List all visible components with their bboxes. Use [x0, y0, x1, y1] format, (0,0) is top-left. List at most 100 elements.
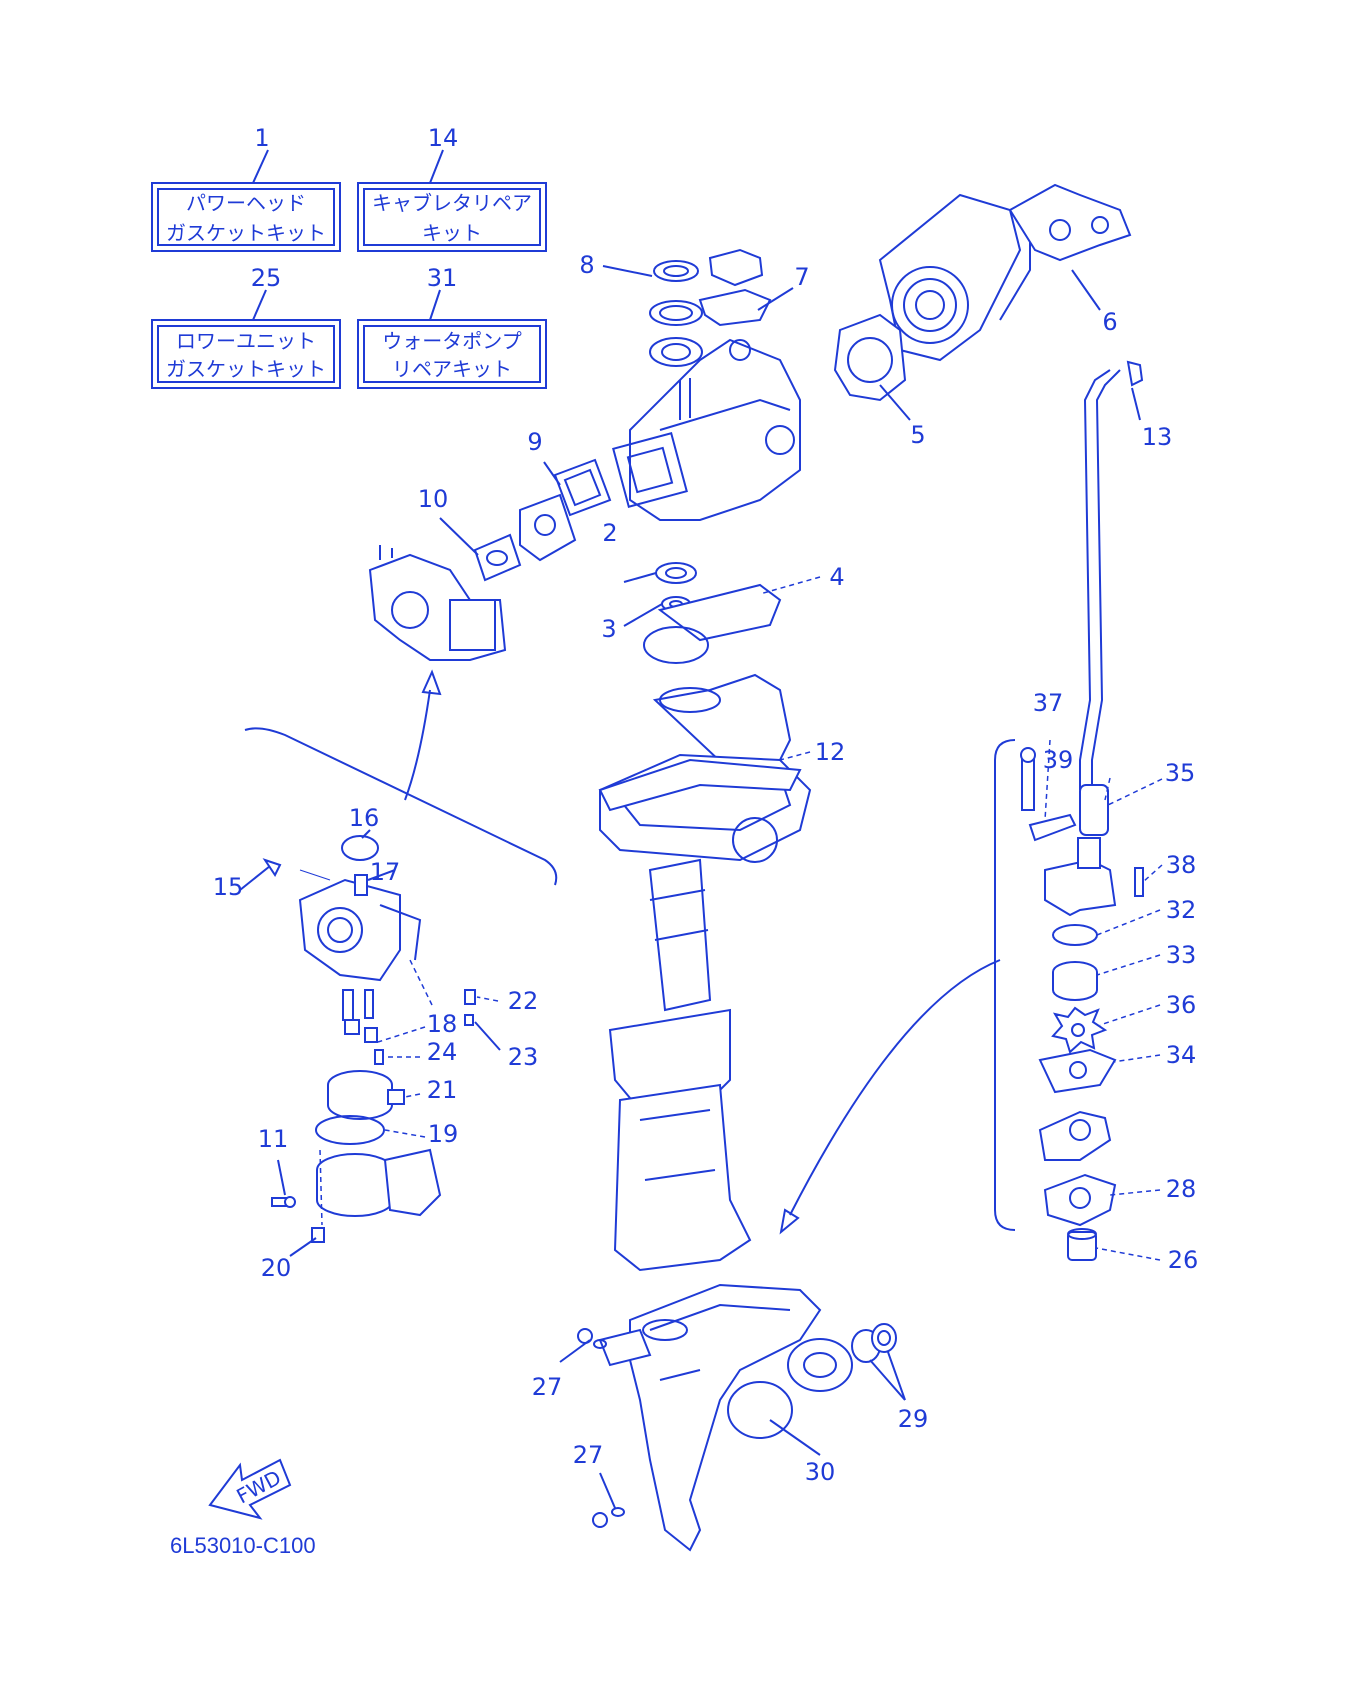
bearing-8: [649, 260, 703, 367]
grommet-35: [1079, 784, 1109, 836]
water-pump-arrow-head: [779, 1208, 800, 1235]
bolt-27-lower: [592, 1507, 625, 1528]
carburetor-top: [368, 545, 507, 661]
bolt-37: [1020, 747, 1036, 811]
kit-1-line2: ガスケットキット: [166, 221, 326, 245]
plate-39: [1028, 813, 1077, 842]
callout-6: 6: [1102, 308, 1117, 336]
gasket-19: [315, 1115, 385, 1145]
fwd-arrow: FWD: [208, 1458, 292, 1520]
kit-31-line1: ウォータポンプ: [382, 329, 521, 353]
plate-34: [1038, 1048, 1117, 1094]
cap-16: [341, 835, 379, 861]
callout-7: 7: [794, 263, 809, 291]
water-pump-housing-lower: [727, 1338, 853, 1439]
screw-15: [262, 858, 331, 881]
kit-box-25[interactable]: 25 ロワーユニット ガスケットキット: [151, 264, 341, 389]
lower-unit-gearcase: [598, 1283, 822, 1552]
crankcase-block: [612, 338, 801, 521]
insert-33: [1052, 961, 1098, 1001]
pin-24: [374, 1049, 384, 1065]
callout-26: 26: [1168, 1246, 1199, 1274]
callout-27-upper: 27: [532, 1373, 563, 1401]
gasket-4: [643, 583, 782, 664]
callout-19: 19: [428, 1120, 459, 1148]
needle-jets: [342, 989, 378, 1043]
carburetor-group-bracket: [244, 727, 558, 886]
kit-14-line2: キット: [422, 221, 482, 245]
kit-14-line1: キャブレタリペア: [372, 191, 532, 215]
jet-17: [354, 874, 368, 896]
screw-11: [271, 1196, 296, 1208]
callout-11: 11: [258, 1125, 289, 1153]
callout-13: 13: [1142, 423, 1173, 451]
kit-25-line1: ロワーユニット: [176, 329, 316, 353]
callout-24: 24: [427, 1038, 458, 1066]
exhaust-gasket-6: [1008, 183, 1132, 262]
callout-39: 39: [1043, 746, 1074, 774]
carburetor-arrow-head: [421, 669, 442, 696]
callout-4: 4: [829, 563, 844, 591]
callout-32: 32: [1166, 896, 1197, 924]
callout-33: 33: [1166, 941, 1197, 969]
impeller-36: [1051, 1006, 1108, 1054]
bolt-27-upper: [577, 1328, 607, 1349]
cover-7: [698, 248, 772, 327]
callout-37: 37: [1033, 689, 1064, 717]
drawing-code: 6L53010-C100: [170, 1533, 316, 1558]
float-chamber: [316, 1148, 442, 1217]
kit-ref-1: 1: [254, 124, 269, 152]
callout-12: 12: [815, 738, 846, 766]
water-tube-13: [1079, 360, 1144, 790]
water-pump-link-arrow: [789, 959, 1001, 1216]
kit-box-1[interactable]: 1 パワーヘッド ガスケットキット: [151, 124, 341, 252]
callout-34: 34: [1166, 1041, 1197, 1069]
callout-38: 38: [1166, 851, 1197, 879]
callout-21: 21: [427, 1076, 458, 1104]
carburetor-link-arrow: [404, 689, 431, 801]
callout-2: 2: [602, 519, 617, 547]
jet-22-23: [464, 989, 476, 1026]
callout-35: 35: [1165, 759, 1196, 787]
callout-30: 30: [805, 1458, 836, 1486]
callout-17: 17: [370, 858, 401, 886]
o-ring-32: [1052, 924, 1098, 946]
kit-1-line1: パワーヘッド: [186, 191, 306, 215]
bushing-26: [1067, 1228, 1097, 1261]
callout-8: 8: [579, 251, 594, 279]
callout-20: 20: [261, 1254, 292, 1282]
leader-lines: [239, 265, 1163, 1509]
callout-18: 18: [427, 1010, 458, 1038]
callout-23: 23: [508, 1043, 539, 1071]
reed-valve-9: [519, 458, 612, 562]
kit-box-31[interactable]: 31 ウォータポンプ リペアキット: [357, 264, 547, 389]
callout-28: 28: [1166, 1175, 1197, 1203]
gasket-28: [1043, 1173, 1117, 1227]
kit-ref-31: 31: [427, 264, 458, 292]
callout-22: 22: [508, 987, 539, 1015]
water-pump-group-bracket: [994, 739, 1016, 1231]
seal-29: [851, 1323, 897, 1363]
cylinder-head: [878, 193, 1031, 362]
callout-labels: 2 3 4 5 6 7 8 9 10 11 12 13 15 16 17 18 …: [213, 251, 1199, 1486]
kit-ref-14: 14: [428, 124, 459, 152]
kit-box-14[interactable]: 14 キャブレタリペア キット: [357, 124, 547, 252]
callout-3: 3: [601, 615, 616, 643]
callout-10: 10: [418, 485, 449, 513]
callout-27-lower: 27: [573, 1441, 604, 1469]
kit-ref-25: 25: [251, 264, 282, 292]
gasket-10: [473, 533, 522, 582]
float-21: [327, 1070, 405, 1120]
callout-16: 16: [349, 804, 380, 832]
callout-9: 9: [527, 428, 542, 456]
gasket-12: [598, 758, 802, 812]
pump-housing-38: [1044, 837, 1144, 917]
callout-15: 15: [213, 873, 244, 901]
base-plate: [1038, 1110, 1112, 1161]
head-gasket-5: [833, 313, 907, 402]
kit-31-line2: リペアキット: [392, 357, 512, 381]
callout-29: 29: [898, 1405, 929, 1433]
kit-25-line2: ガスケットキット: [166, 357, 326, 381]
callout-36: 36: [1166, 991, 1197, 1019]
